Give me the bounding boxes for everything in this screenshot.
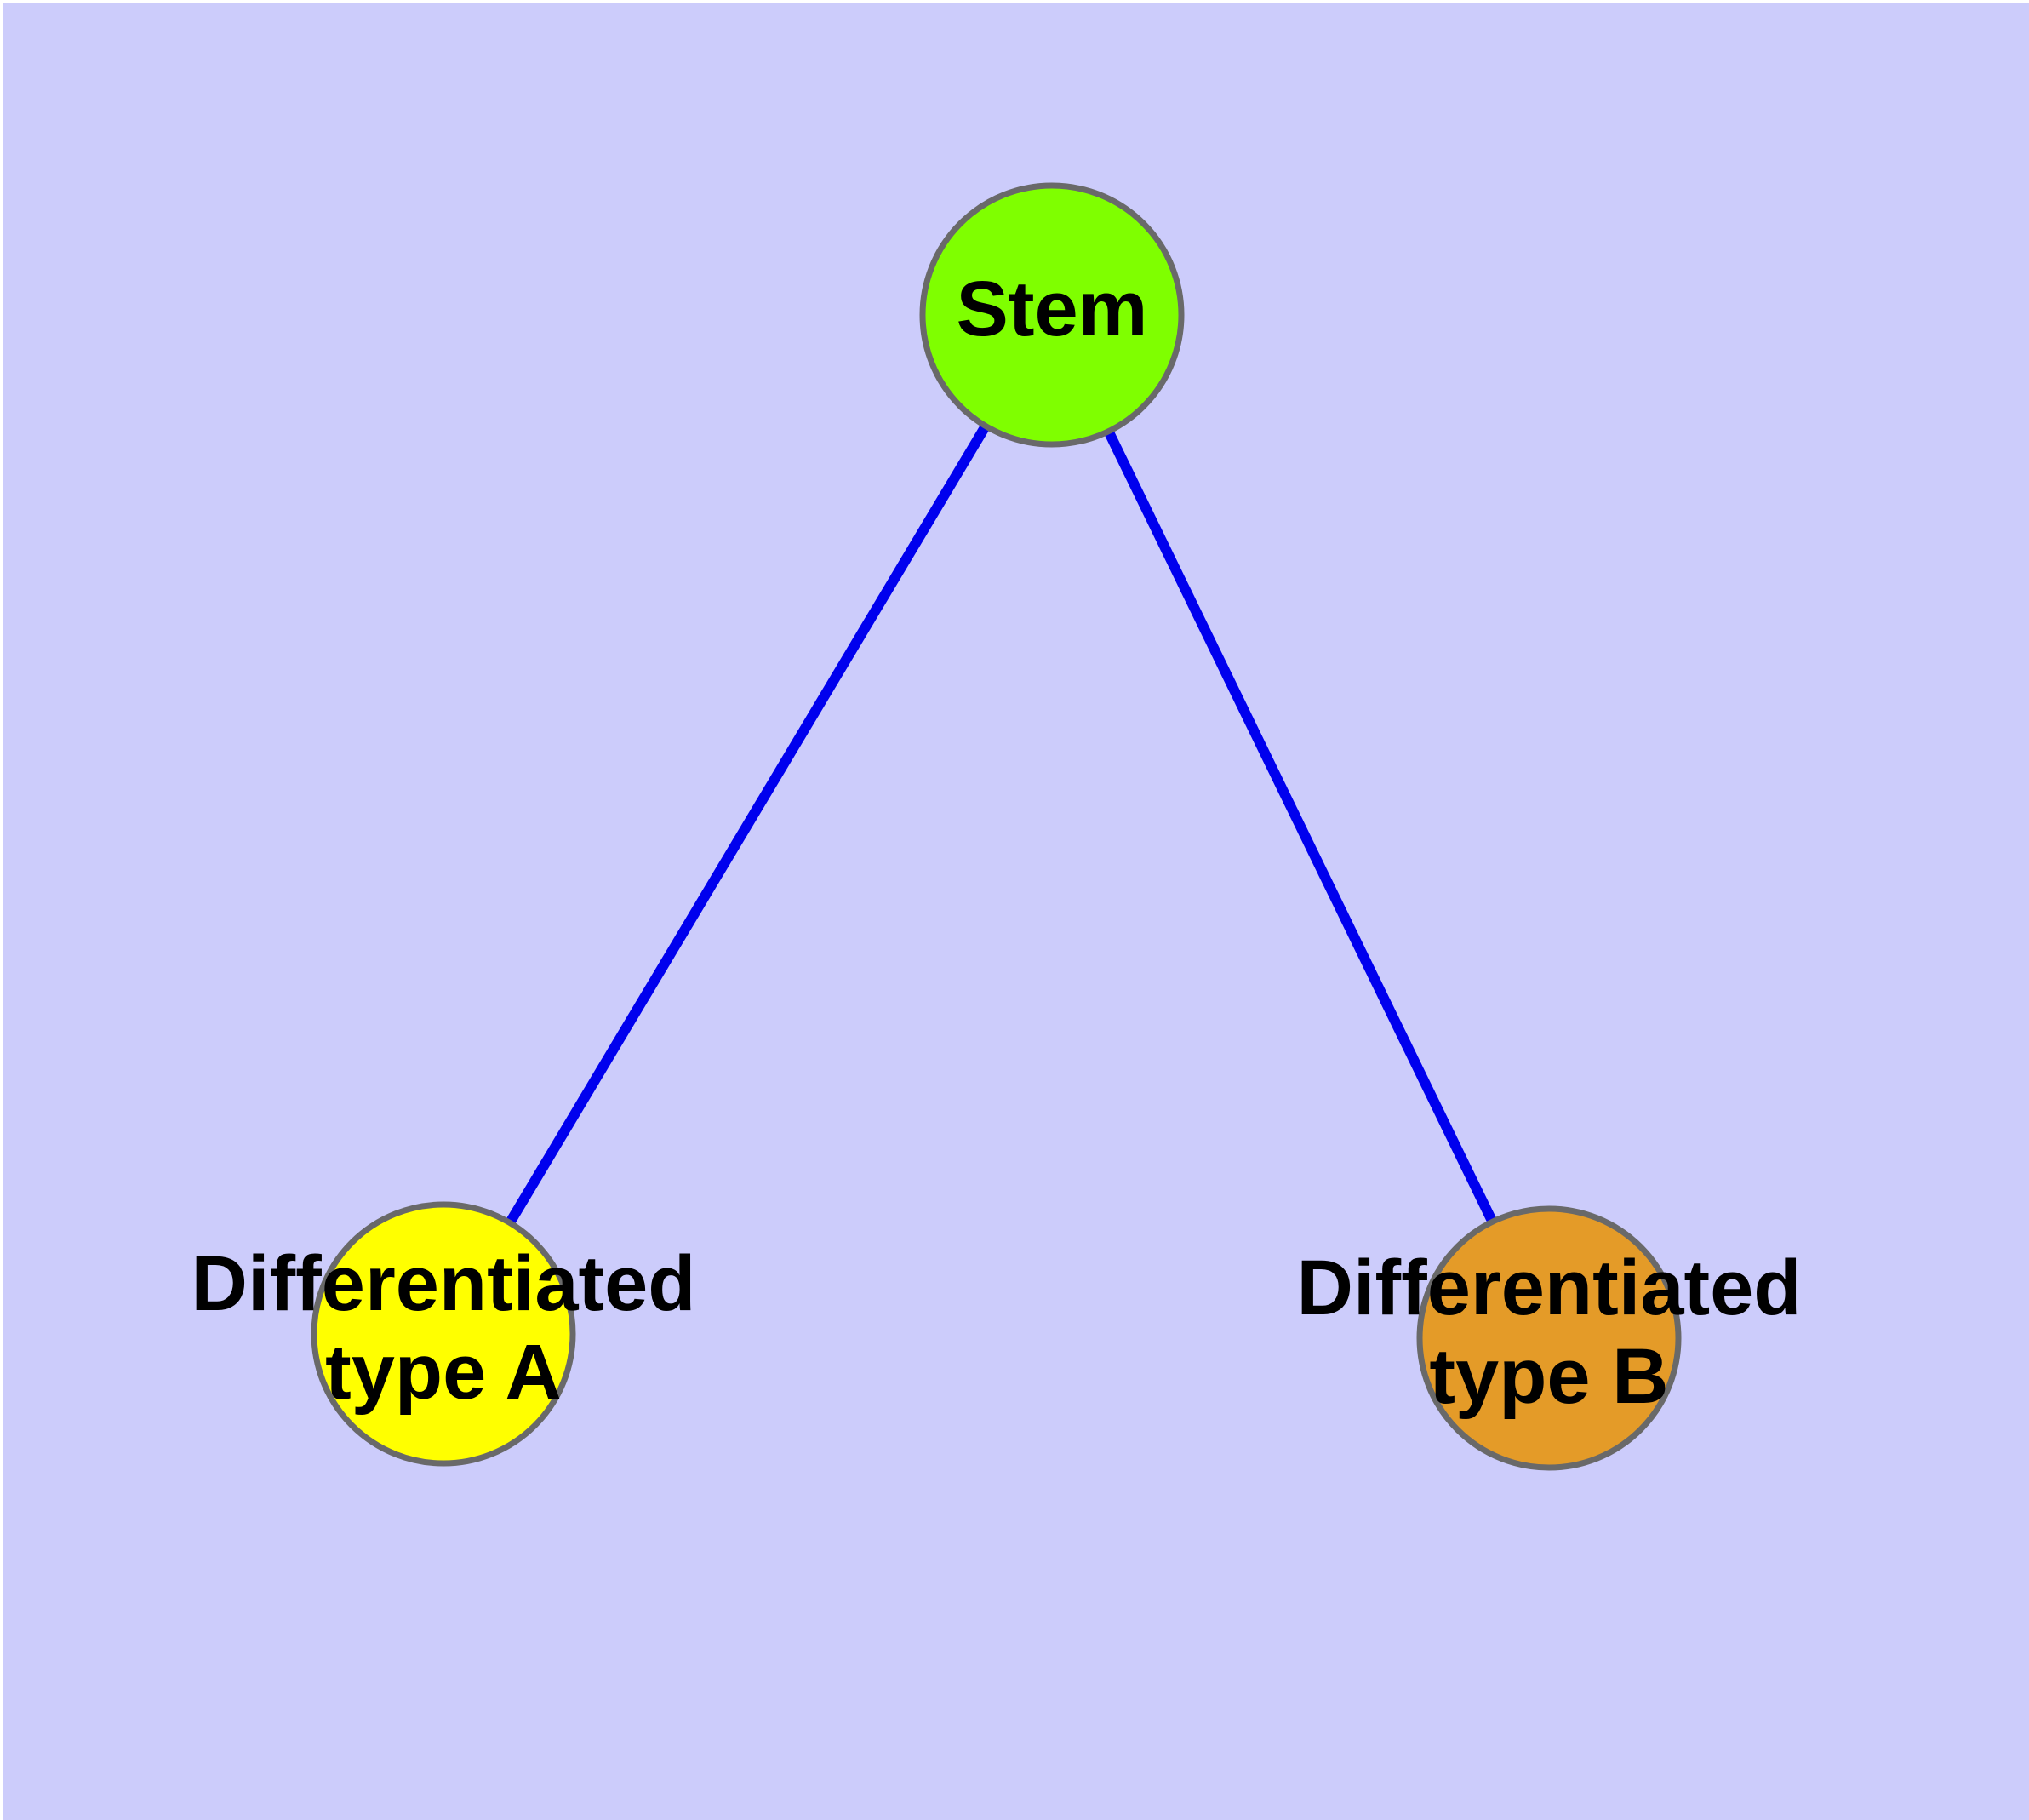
node-differentiated-type-a-circle[interactable] [311,1201,576,1467]
node-stem-circle[interactable] [919,182,1185,448]
node-differentiated-type-b-circle[interactable] [1416,1205,1682,1471]
node-group [311,182,1682,1471]
edge-stem-to-differentiated-type-b[interactable] [1104,429,1497,1224]
node-stem-label: Stem [957,266,1148,352]
edge-group [505,423,1497,1226]
edge-stem-to-differentiated-type-a[interactable] [505,423,991,1226]
